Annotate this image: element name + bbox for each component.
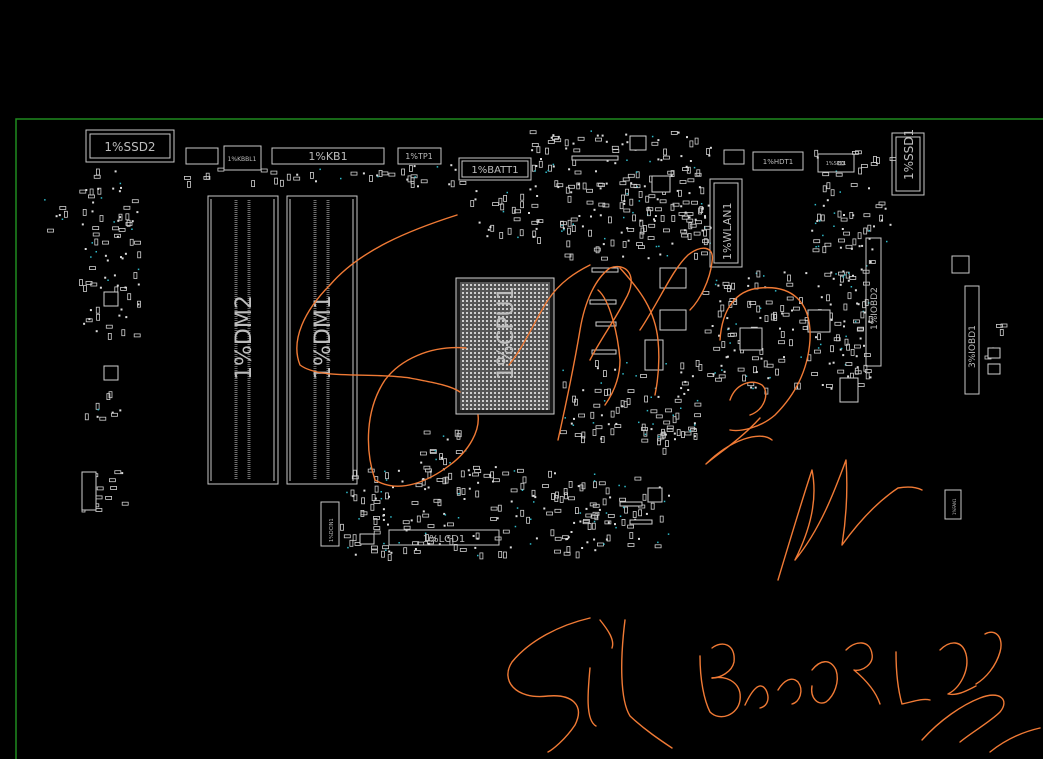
kbbl1-label: 1%KBBL1: [228, 156, 257, 163]
connector-iobd1[interactable]: 3%IOBD1: [964, 285, 980, 395]
iobd2-label: 1%IOBD2: [870, 287, 880, 330]
ssd1-label: 1%SSD1: [902, 129, 916, 180]
wlan1-label: 1%WLAN1: [721, 203, 734, 260]
connector-batt1[interactable]: 1%BATT1: [458, 157, 532, 181]
connector-hdt-small: [723, 149, 745, 165]
ssd2-label: 1%SSD2: [104, 140, 155, 154]
spk1-label: 1%SPK1: [826, 161, 847, 167]
connector-hdt1[interactable]: 1%HDT1: [752, 151, 804, 171]
cpu-label: 1%CPU1: [494, 286, 519, 380]
batt1-label: 1%BATT1: [471, 165, 518, 176]
ic-chips: [81, 135, 1001, 545]
small-components: [44, 130, 1008, 561]
connector-lcd1[interactable]: 1%LCD1: [388, 529, 500, 546]
fan1-label: 1%FAN1: [952, 498, 957, 515]
iobd1-label: 3%IOBD1: [968, 325, 978, 368]
dm1-label: 1%DM1: [311, 295, 336, 380]
dimm-slot-dm1[interactable]: 1%DM1: [286, 195, 358, 485]
cpu-balls: [462, 284, 548, 410]
connector-iobd2[interactable]: 1%IOBD2: [865, 237, 882, 367]
connector-fan1[interactable]: 1%FAN1: [944, 489, 962, 520]
cpu-bga[interactable]: 1%CPU1: [455, 277, 555, 415]
connector-spk1[interactable]: 1%SPK1: [817, 153, 855, 173]
connector-wlan1[interactable]: 1%WLAN1: [709, 178, 743, 268]
kb1-label: 1%KB1: [308, 150, 347, 163]
connector-top-small-1: [185, 147, 219, 165]
connector-ssd2[interactable]: 1%SSD2: [85, 129, 175, 163]
connector-kb1[interactable]: 1%KB1: [271, 147, 385, 165]
dimm-slot-dm2[interactable]: 1%DM2: [207, 195, 279, 485]
dm2-label: 1%DM2: [232, 295, 257, 380]
connector-tp1[interactable]: 1%TP1: [397, 147, 442, 165]
tp1-label: 1%TP1: [405, 152, 433, 161]
lcd1-label: 1%LCD1: [423, 534, 465, 545]
connector-dcin1[interactable]: 1%DCIN1: [320, 501, 340, 547]
connector-iobd-small: [951, 255, 970, 274]
connector-kbbl1[interactable]: 1%KBBL1: [223, 145, 262, 171]
hdt1-label: 1%HDT1: [763, 158, 794, 166]
dcin1-label: 1%DCIN1: [329, 518, 335, 542]
ink-annotations: [296, 214, 1041, 753]
board-outline: [15, 118, 1043, 759]
connector-ssd1[interactable]: 1%SSD1: [891, 129, 925, 196]
